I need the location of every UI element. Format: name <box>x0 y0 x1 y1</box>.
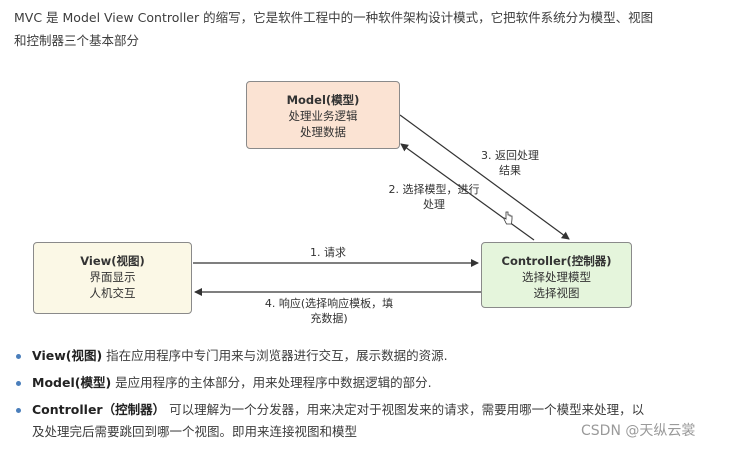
arrow-label-return-line-2: 结果 <box>499 164 521 177</box>
list-item-controller: Controller（控制器） 可以理解为一个分发器，用来决定对于视图发来的请求… <box>14 399 714 443</box>
hand-cursor-icon <box>503 211 513 225</box>
list-item-text: 可以理解为一个分发器，用来决定对于视图发来的请求，需要用哪一个模型来处理，以 <box>165 402 645 417</box>
model-box-title: Model(模型) <box>286 93 360 107</box>
bullet-dot-icon <box>16 408 21 413</box>
arrow-label-select-line-2: 处理 <box>423 198 445 211</box>
intro-paragraph: MVC 是 Model View Controller 的缩写，它是软件工程中的… <box>14 6 714 52</box>
list-item-term: View(视图) <box>32 348 103 363</box>
watermark: CSDN @天纵云裳 <box>581 423 696 439</box>
intro-line-2: 和控制器三个基本部分 <box>14 33 140 48</box>
list-item-text-continued: 及处理完后需要跳回到哪一个视图。即用来连接视图和模型 <box>32 424 358 439</box>
arrow-model-to-controller <box>399 114 570 240</box>
model-box-line-1: 处理业务逻辑 <box>288 109 358 123</box>
view-box-line-1: 界面显示 <box>89 270 136 284</box>
list-item-model: Model(模型) 是应用程序的主体部分，用来处理程序中数据逻辑的部分. <box>14 372 714 394</box>
list-item-term: Controller（控制器） <box>32 402 166 417</box>
list-item-view: View(视图) 指在应用程序中专门用来与浏览器进行交互，展示数据的资源. <box>14 345 714 367</box>
mvc-description-list: View(视图) 指在应用程序中专门用来与浏览器进行交互，展示数据的资源. Mo… <box>14 345 714 448</box>
model-box-line-2: 处理数据 <box>300 125 346 139</box>
controller-box: Controller(控制器) 选择处理模型 选择视图 <box>481 242 632 308</box>
arrow-label-return-result: 3. 返回处理 结果 <box>470 148 550 178</box>
view-box: View(视图) 界面显示 人机交互 <box>33 242 192 314</box>
model-box: Model(模型) 处理业务逻辑 处理数据 <box>246 81 400 149</box>
list-item-text: 是应用程序的主体部分，用来处理程序中数据逻辑的部分. <box>111 375 432 390</box>
arrow-label-response-line-2: 充数据) <box>310 312 348 325</box>
arrow-label-select-model: 2. 选择模型，进行 处理 <box>386 182 482 212</box>
bullet-dot-icon <box>16 381 21 386</box>
arrow-label-response: 4. 响应(选择响应模板，填 充数据) <box>262 296 396 326</box>
controller-box-line-1: 选择处理模型 <box>522 270 591 284</box>
list-item-term: Model(模型) <box>32 375 112 390</box>
bullet-dot-icon <box>16 354 21 359</box>
controller-box-line-2: 选择视图 <box>533 286 580 300</box>
view-box-title: View(视图) <box>80 254 145 268</box>
arrow-label-response-line-1: 4. 响应(选择响应模板，填 <box>264 297 394 310</box>
view-box-line-2: 人机交互 <box>89 286 136 300</box>
arrow-label-select-line-1: 2. 选择模型，进行 <box>388 183 480 196</box>
arrow-label-return-line-1: 3. 返回处理 <box>481 149 539 162</box>
list-item-text: 指在应用程序中专门用来与浏览器进行交互，展示数据的资源. <box>102 348 448 363</box>
intro-line-1: MVC 是 Model View Controller 的缩写，它是软件工程中的… <box>14 10 654 25</box>
arrow-label-request: 1. 请求 <box>310 246 346 259</box>
controller-box-title: Controller(控制器) <box>501 254 612 268</box>
